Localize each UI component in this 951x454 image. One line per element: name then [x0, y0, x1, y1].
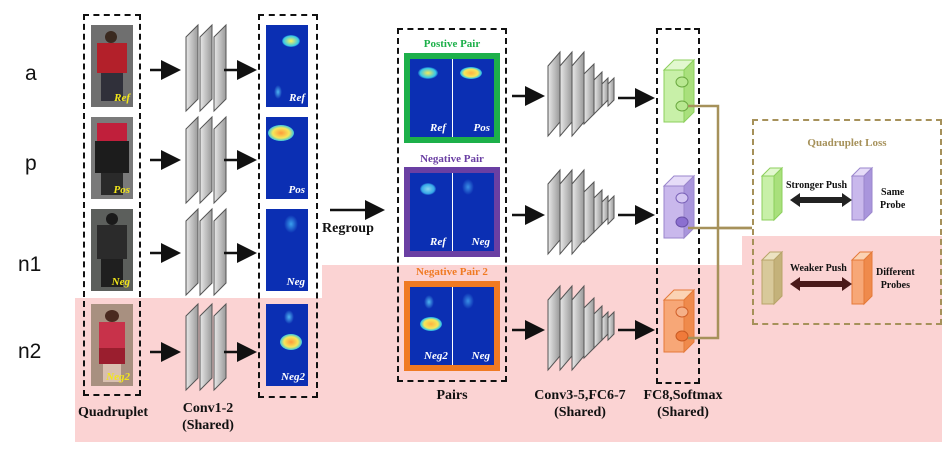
caption-pairs: Pairs [436, 388, 468, 403]
negative-pair-2-right-label: Neg [471, 350, 490, 362]
row-label-p: p [25, 152, 37, 175]
different-probes-line1: Different [876, 267, 915, 278]
input-label-pos: Pos [113, 184, 131, 196]
quadruplet-box [83, 14, 141, 396]
regroup-label: Regroup [322, 221, 374, 236]
input-label-neg: Neg [111, 276, 130, 288]
different-probes-line2: Probes [880, 280, 910, 291]
same-probe-line2: Probe [880, 200, 906, 211]
caption-conv12-line2: (Shared) [182, 418, 234, 433]
pair-title-negative: Negative Pair [420, 153, 484, 165]
caption-conv35: Conv3-5,FC6-7 (Shared) [520, 387, 640, 421]
different-probes-label: Different Probes [876, 266, 915, 292]
flow-arrows [150, 60, 655, 362]
heatmap-neg: Neg [266, 209, 308, 291]
negative-pair-right-label: Neg [471, 236, 490, 248]
input-image-pos: Pos [91, 117, 133, 199]
heatmap-neg2: Neg2 [266, 304, 308, 386]
caption-fc8-line2: (Shared) [657, 405, 709, 420]
caption-conv35-line2: (Shared) [554, 405, 606, 420]
input-image-neg2: Neg2 [91, 304, 133, 386]
caption-conv12: Conv1-2 (Shared) [168, 400, 248, 434]
weaker-push-label: Weaker Push [790, 263, 847, 274]
fc8-box [656, 28, 700, 384]
negative-pair-2: Neg2 Neg [404, 281, 500, 371]
pairs-box [397, 28, 507, 382]
heatmap-label-neg2: Neg2 [281, 371, 305, 383]
quadruplet-loss-box [752, 119, 942, 325]
input-label-neg2: Neg2 [106, 371, 130, 383]
stronger-push-label: Stronger Push [786, 180, 848, 191]
negative-pair: Ref Neg [404, 167, 500, 257]
fc8-blocks [662, 58, 696, 354]
stronger-push-arrow [790, 193, 852, 207]
heatmap-label-pos: Pos [288, 184, 306, 196]
row-label-a: a [25, 62, 37, 85]
positive-pair-left-label: Ref [430, 122, 446, 134]
pair-title-negative-2: Negative Pair 2 [416, 266, 488, 278]
input-label-ref: Ref [114, 92, 130, 104]
pair-title-positive: Postive Pair [423, 38, 481, 50]
loss-blocks [760, 166, 874, 306]
heatmap-label-ref: Ref [289, 92, 305, 104]
input-image-neg: Neg [91, 209, 133, 291]
conv-output-box [258, 14, 318, 398]
caption-conv35-line1: Conv3-5,FC6-7 [534, 388, 626, 403]
positive-pair: Ref Pos [404, 53, 500, 143]
same-probe-label: Same Probe [880, 186, 905, 212]
input-image-ref: Ref [91, 25, 133, 107]
caption-quadruplet: Quadruplet [77, 405, 148, 420]
heatmap-pos: Pos [266, 117, 308, 199]
positive-pair-right-label: Pos [473, 122, 491, 134]
conv12-layers [185, 23, 227, 392]
quadruplet-loss-title: Quadruplet Loss [807, 137, 887, 149]
heatmap-label-neg: Neg [286, 276, 305, 288]
loss-connectors [688, 104, 752, 340]
caption-fc8-line1: FC8,Softmax [643, 388, 723, 403]
caption-fc8: FC8,Softmax (Shared) [628, 387, 738, 421]
caption-conv12-line1: Conv1-2 [182, 401, 234, 416]
weaker-push-arrow [790, 277, 852, 291]
same-probe-line1: Same [881, 187, 905, 198]
negative-pair-left-label: Ref [430, 236, 446, 248]
negative-pair-2-left-label: Neg2 [424, 350, 448, 362]
heatmap-ref: Ref [266, 25, 308, 107]
conv35-layers [547, 50, 615, 372]
row-label-n1: n1 [18, 253, 42, 276]
row-label-n2: n2 [18, 340, 42, 363]
